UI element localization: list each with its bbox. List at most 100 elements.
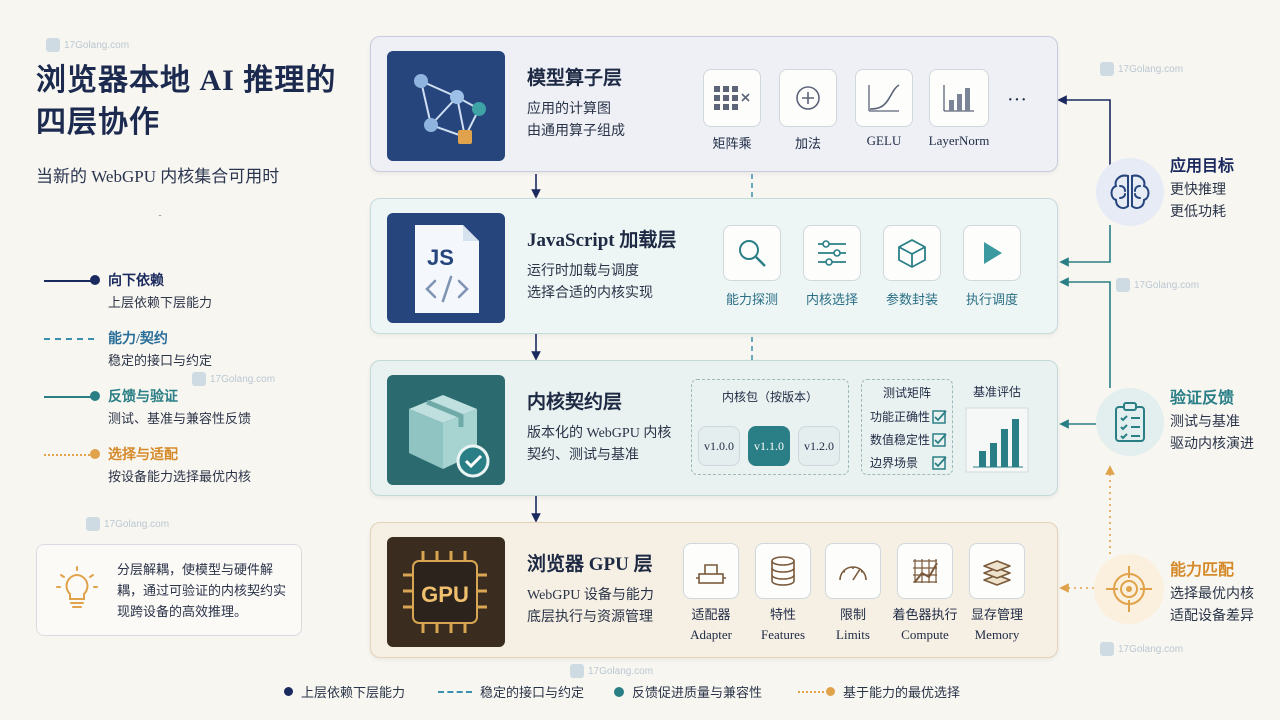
more-ops-ellipsis: ··· bbox=[1007, 89, 1027, 111]
watermark-logo-icon bbox=[46, 38, 60, 52]
shader-grid-icon bbox=[913, 559, 938, 583]
step-capability-probe-tile bbox=[723, 225, 781, 281]
side-desc-line: 驱动内核演进 bbox=[1170, 437, 1254, 452]
layer-title: 浏览器 GPU 层 bbox=[527, 554, 653, 575]
gpu-item-en: Limits bbox=[836, 627, 870, 642]
gpu-adapter-tile bbox=[683, 543, 739, 599]
legend-title: 选择与适配 bbox=[108, 448, 178, 463]
op-label: 加法 bbox=[794, 136, 821, 151]
gpu-item-en: Adapter bbox=[690, 627, 732, 642]
watermark: 17Golang.com bbox=[1116, 278, 1199, 292]
layer-title: JavaScript 加载层 bbox=[527, 230, 677, 251]
legend-title: 向下依赖 bbox=[108, 274, 164, 289]
watermark: 17Golang.com bbox=[1100, 642, 1183, 656]
gpu-item-cn: 限制 bbox=[839, 607, 866, 622]
bottom-legend-text: 上层依赖下层能力 bbox=[301, 685, 406, 700]
bottom-legend-text: 稳定的接口与约定 bbox=[480, 685, 585, 700]
legend-dot bbox=[614, 686, 624, 697]
legend-desc: 测试、基准与兼容性反馈 bbox=[108, 411, 252, 426]
benchmark-title: 基准评估 bbox=[972, 385, 1021, 399]
test-item: 功能正确性 bbox=[870, 410, 931, 424]
layer-description: 版本化的 WebGPU 内核 契约、测试与基准 bbox=[527, 423, 671, 467]
step-label: 执行调度 bbox=[965, 292, 1018, 307]
layer-description-line: 契约、测试与基准 bbox=[527, 448, 639, 463]
layer-javascript-loader: JS JavaScript 加载层 运行时加载与调度 选择合适的内核实现 能力探… bbox=[370, 198, 1058, 334]
feedback-arrow bbox=[1059, 277, 1111, 388]
summary-note: 分层解耦，使模型与硬件解耦，通过可验证的内核契约实现跨设备的高效推理。 bbox=[36, 544, 302, 636]
layer-description-line: 由通用算子组成 bbox=[527, 124, 625, 139]
legend-title: 能力/契约 bbox=[108, 332, 168, 347]
watermark-logo-icon bbox=[192, 372, 206, 386]
gpu-memory-tile bbox=[969, 543, 1025, 599]
step-label: 内核选择 bbox=[805, 292, 858, 307]
gpu-chip-icon: GPU bbox=[387, 537, 505, 647]
benchmark-chart-icon bbox=[965, 407, 1029, 473]
version-label: v1.1.0 bbox=[754, 438, 784, 453]
sliders-icon bbox=[818, 240, 846, 266]
add-icon bbox=[796, 86, 820, 110]
kernel-package-title: 内核包（按版本） bbox=[721, 390, 818, 404]
side-goal-title: 应用目标 bbox=[1170, 158, 1235, 175]
gpu-compute-tile bbox=[897, 543, 953, 599]
play-icon bbox=[984, 242, 1002, 264]
op-label: 矩阵乘 bbox=[712, 136, 752, 151]
bottom-legend-text: 反馈促进质量与兼容性 bbox=[632, 685, 763, 700]
watermark: 17Golang.com bbox=[46, 38, 129, 52]
version-v1-1-0-selected: v1.1.0 bbox=[748, 426, 790, 466]
legend-dot bbox=[826, 687, 835, 696]
layer-description-line: 版本化的 WebGPU 内核 bbox=[527, 426, 672, 441]
op-layernorm-tile bbox=[929, 69, 989, 127]
test-item: 边界场景 bbox=[870, 456, 919, 470]
legend-solid-line bbox=[44, 396, 94, 398]
gpu-item-cn: 特性 bbox=[769, 607, 796, 622]
watermark-logo-icon bbox=[1100, 62, 1114, 76]
watermark-logo-icon bbox=[570, 664, 584, 678]
version-v1-2-0: v1.2.0 bbox=[798, 426, 840, 466]
layer-description: 应用的计算图 由通用算子组成 bbox=[527, 99, 625, 143]
side-feedback-title: 验证反馈 bbox=[1170, 390, 1235, 407]
legend-desc: 稳定的接口与约定 bbox=[108, 353, 213, 368]
step-kernel-select-tile bbox=[803, 225, 861, 281]
goal-arrow bbox=[1057, 95, 1111, 172]
layer-browser-gpu: GPU 浏览器 GPU 层 WebGPU 设备与能力 底层执行与资源管理 适配器… bbox=[370, 522, 1058, 658]
side-desc-line: 更低功耗 bbox=[1170, 205, 1226, 220]
version-label: v1.2.0 bbox=[804, 438, 834, 453]
compute-graph-icon bbox=[387, 51, 505, 161]
legend-desc: 上层依赖下层能力 bbox=[108, 295, 213, 310]
legend-dot bbox=[90, 449, 100, 459]
test-list: 功能正确性 数值稳定性 边界场景 bbox=[870, 406, 930, 475]
step-param-pack-tile bbox=[883, 225, 941, 281]
layer-description-line: 应用的计算图 bbox=[527, 102, 611, 117]
version-label: v1.0.0 bbox=[704, 438, 734, 453]
matrix-multiply-icon bbox=[714, 86, 750, 110]
step-label: 参数封装 bbox=[885, 292, 938, 307]
gpu-item-cn: 显存管理 bbox=[970, 607, 1023, 622]
op-label: GELU bbox=[866, 133, 902, 148]
gpu-item-label: 限制 Limits bbox=[813, 605, 893, 645]
side-goal-desc: 更快推理更低功耗 bbox=[1170, 180, 1226, 224]
watermark: 17Golang.com bbox=[86, 517, 169, 531]
legend-solid-line bbox=[44, 280, 94, 282]
legend-dot bbox=[90, 391, 100, 401]
benchmark-box: 基准评估 bbox=[965, 379, 1029, 475]
step-label: 能力探测 bbox=[725, 292, 778, 307]
brain-icon bbox=[1096, 158, 1164, 226]
gpu-limits-tile bbox=[825, 543, 881, 599]
gpu-features-tile bbox=[755, 543, 811, 599]
legend-dotted-line bbox=[44, 454, 94, 456]
side-desc-line: 测试与基准 bbox=[1170, 415, 1240, 430]
memory-layers-icon bbox=[983, 560, 1011, 586]
gpu-label: GPU bbox=[421, 582, 469, 607]
layer-model-operators: 模型算子层 应用的计算图 由通用算子组成 矩阵乘 加法 GELU LayerNo… bbox=[370, 36, 1058, 172]
target-icon bbox=[1094, 554, 1164, 624]
side-feedback-desc: 测试与基准驱动内核演进 bbox=[1170, 412, 1254, 456]
watermark-logo-icon bbox=[86, 517, 100, 531]
gpu-item-en: Features bbox=[760, 627, 806, 642]
layer-description-line: 底层执行与资源管理 bbox=[527, 610, 653, 625]
layer-description-line: WebGPU 设备与能力 bbox=[527, 588, 654, 603]
watermark: 17Golang.com bbox=[192, 372, 275, 386]
op-add-tile bbox=[779, 69, 837, 127]
layer-description: 运行时加载与调度 选择合适的内核实现 bbox=[527, 261, 653, 305]
